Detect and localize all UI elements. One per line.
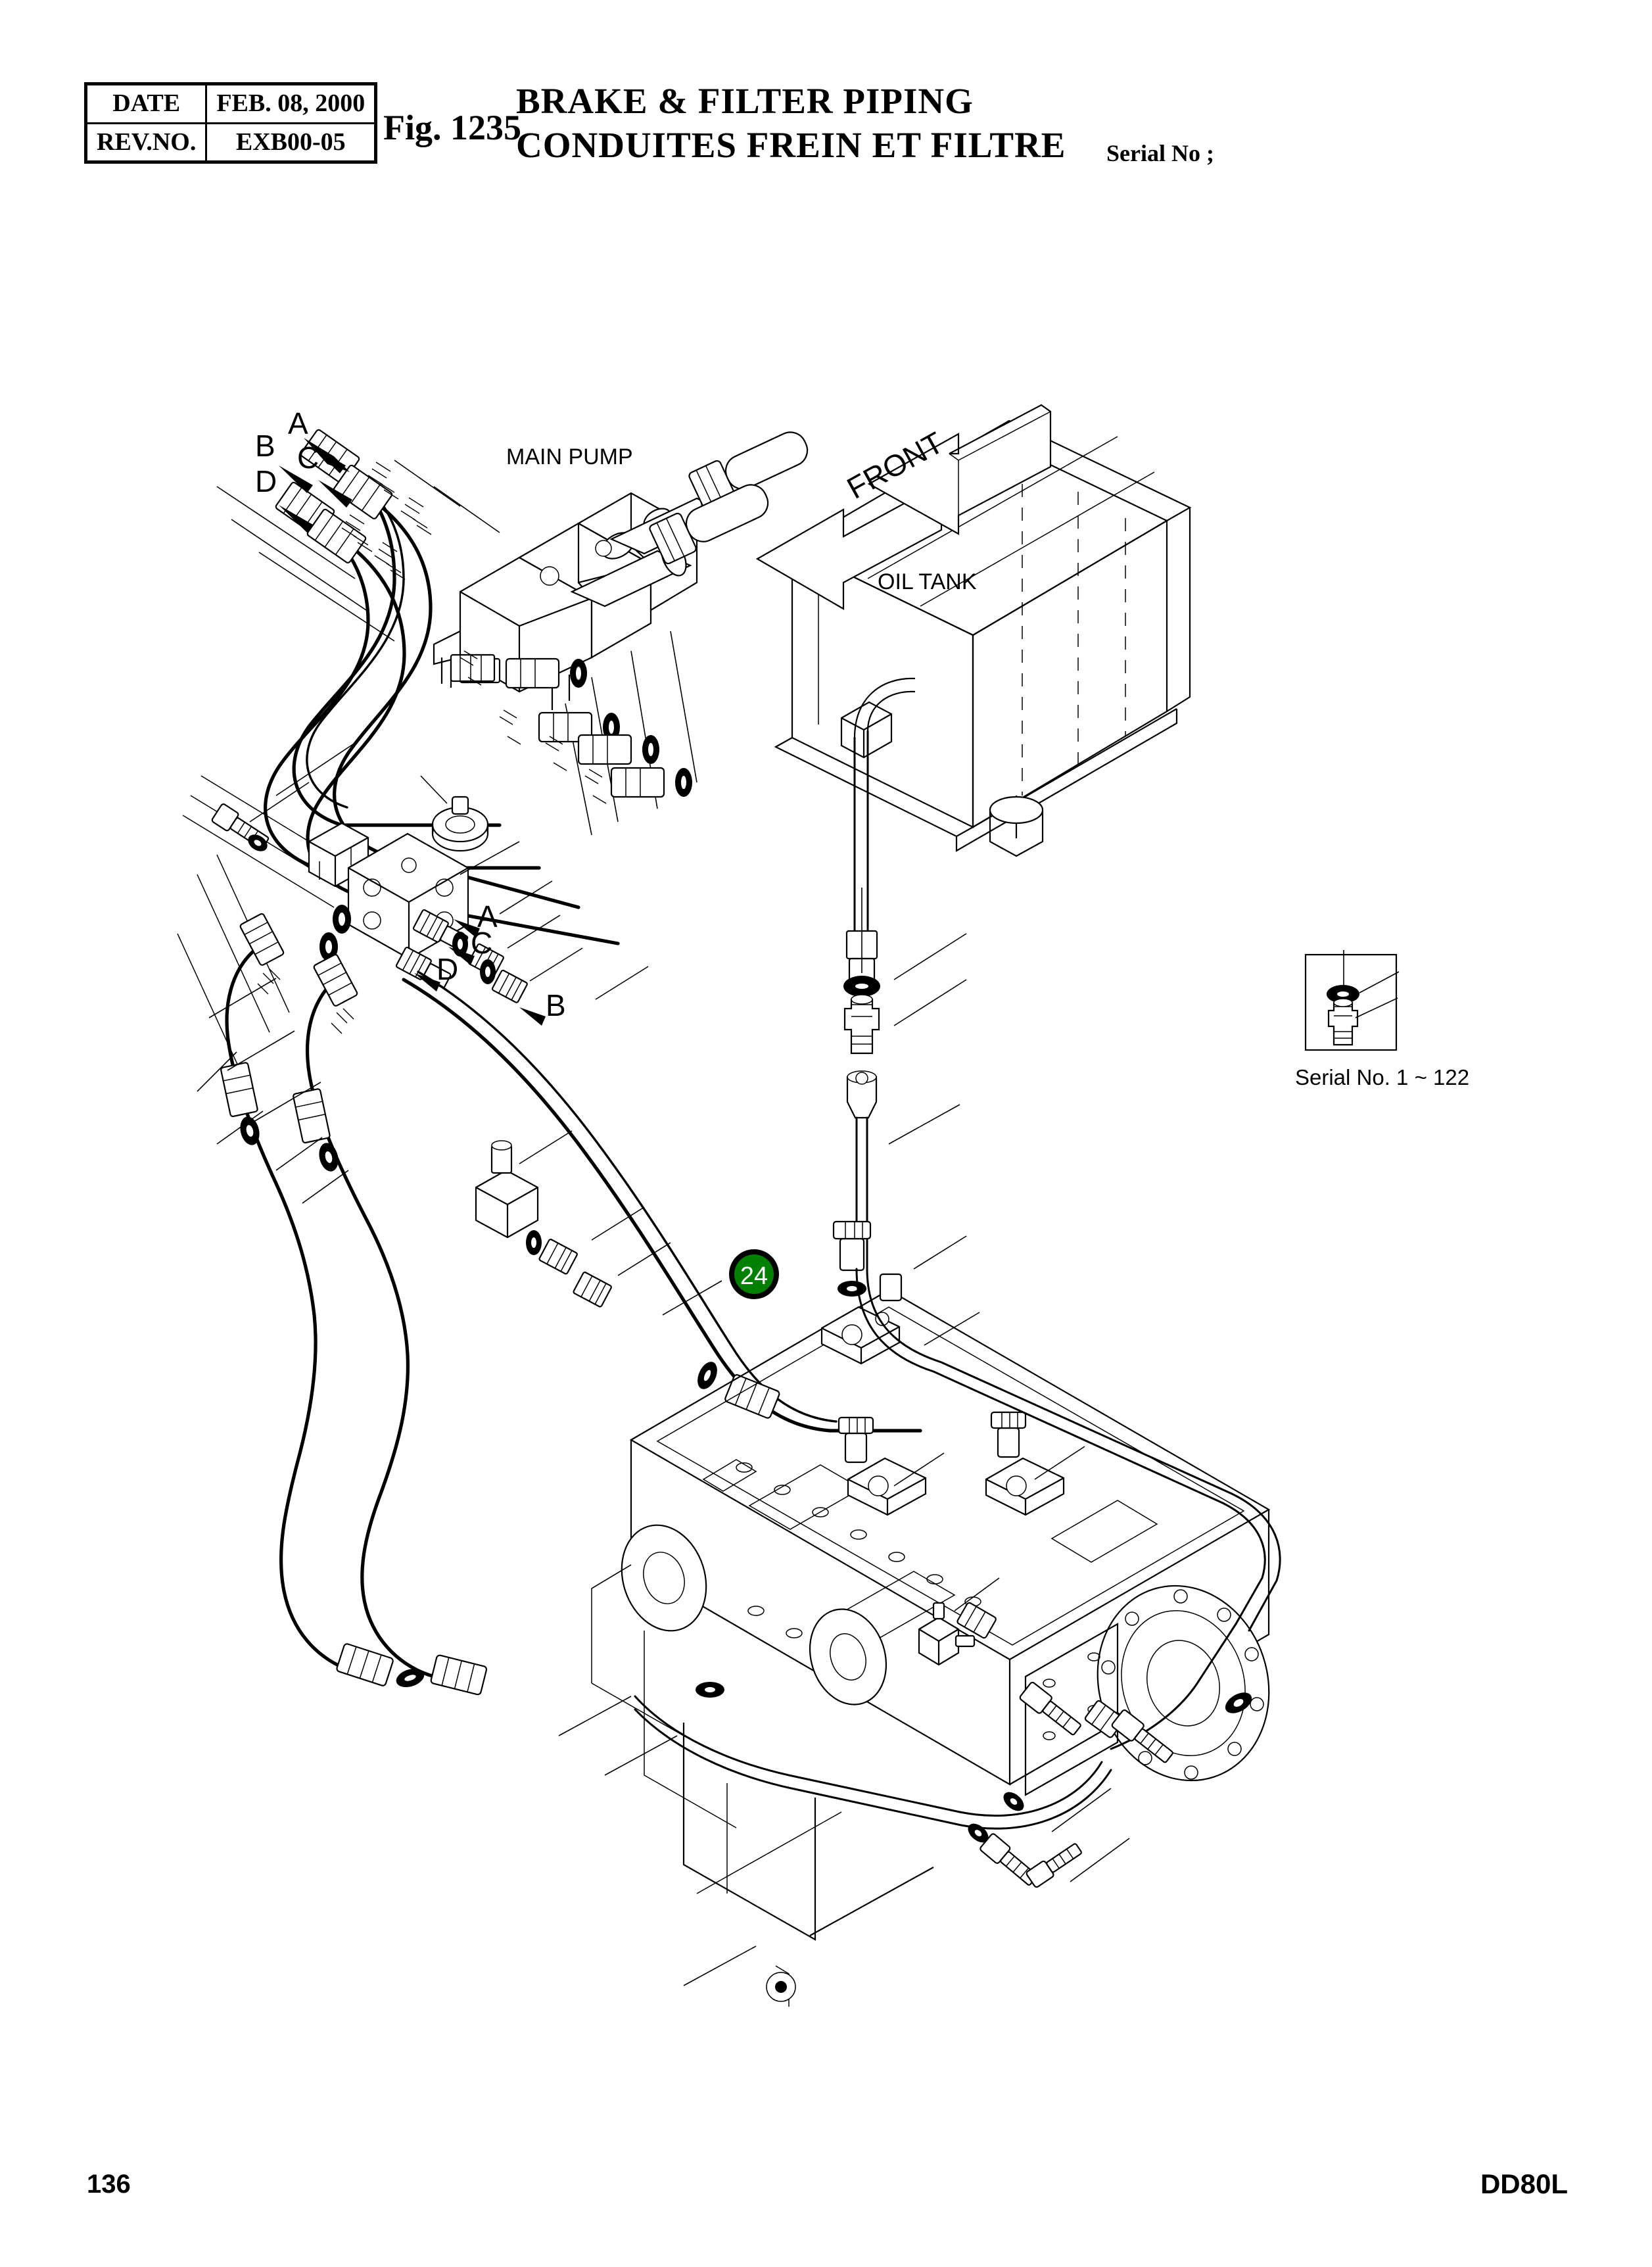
revno-label: REV.NO. [84,122,208,164]
brake-hose-lower-left [197,913,724,1698]
fastener-row [319,905,528,1003]
steel-brake-line [634,1268,1281,1830]
page-title: BRAKE & FILTER PIPING CONDUITES FREIN ET… [516,79,1066,167]
port-callouts-upper: A B C D [255,406,352,533]
serial-no-field-label: Serial No ; [1106,140,1214,166]
hose-end-fittings-mid [450,650,692,804]
port-label-b: B [255,429,275,463]
date-value: FEB. 08, 2000 [205,83,377,124]
table-row: REV.NO. EXB00-05 [84,122,377,164]
revno-value: EXB00-05 [205,122,377,164]
oring-fitting-center [843,888,967,1270]
serial-variant-inset: Serial No. 1 ~ 122 [1295,950,1469,1089]
valve-block-small [475,1130,671,1308]
serial-note-label: Serial No. 1 ~ 122 [1295,1065,1469,1089]
title-french: CONDUITES FREIN ET FILTRE [516,125,1066,166]
construction-lines-lower [208,978,757,1986]
brake-hose-main [402,970,922,1433]
item-badge-24[interactable]: 24 [662,1249,779,1316]
main-pump-label: MAIN PUMP [506,444,633,469]
manifold-block-assembly: A C D B [177,775,649,1092]
figure-number: Fig. 1235 [383,108,521,147]
page-number: 136 [87,2170,131,2199]
port-label-a: A [288,406,308,441]
model-designation: DD80L [1480,2168,1568,2199]
port-label-b-lower: B [546,988,566,1022]
port-label-a-lower: A [477,899,498,934]
date-label: DATE [84,83,208,124]
oil-tank-label: OIL TANK [878,569,977,594]
port-callouts-lower: A C D B [414,899,566,1026]
port-label-c-lower: C [471,926,492,960]
port-label-d: D [255,464,277,498]
chassis-fastener-group [879,1235,1173,1888]
port-label-d-lower: D [437,952,458,986]
leader-lines-upper [216,460,500,642]
tank-outlet-line [840,677,1044,991]
table-row: DATE FEB. 08, 2000 [84,83,377,124]
port-label-c: C [297,441,319,475]
item-badge-24-number: 24 [740,1262,768,1290]
title-english: BRAKE & FILTER PIPING [516,81,974,121]
revision-meta-table: DATE FEB. 08, 2000 REV.NO. EXB00-05 [84,82,378,164]
frame-edge-lines [591,1564,684,1736]
